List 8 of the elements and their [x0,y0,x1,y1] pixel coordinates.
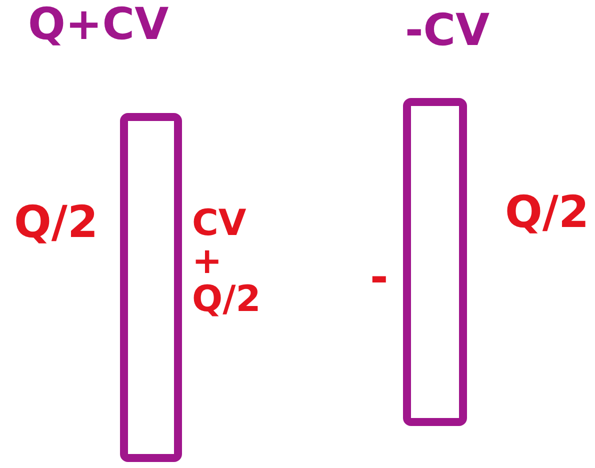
charge-label: Q+CV [28,2,169,48]
capacitor-plate [403,98,467,426]
charge-label: Q/2 [14,200,98,246]
charge-label: -CV [405,8,490,54]
charge-label: CV + Q/2 [192,205,262,318]
charge-label: - [370,255,388,302]
charge-label: Q/2 [505,190,590,236]
capacitor-plate [120,113,182,462]
